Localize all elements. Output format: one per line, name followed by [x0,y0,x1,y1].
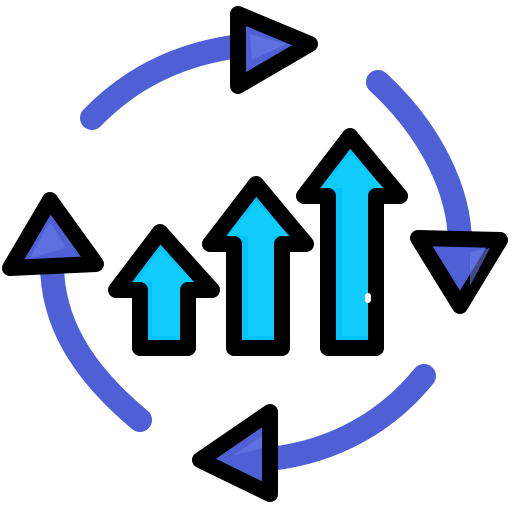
cycle-arrow-left-icon [2,192,152,432]
cycle-arrow-right-icon [366,70,508,314]
cycle-arrow-bottom-icon [192,364,436,502]
growth-arrow-short-icon [108,224,220,356]
growth-arrow-medium-icon [202,176,314,356]
growth-arrow-tall-icon [296,128,408,356]
cycle-arrow-top-icon [80,6,318,130]
